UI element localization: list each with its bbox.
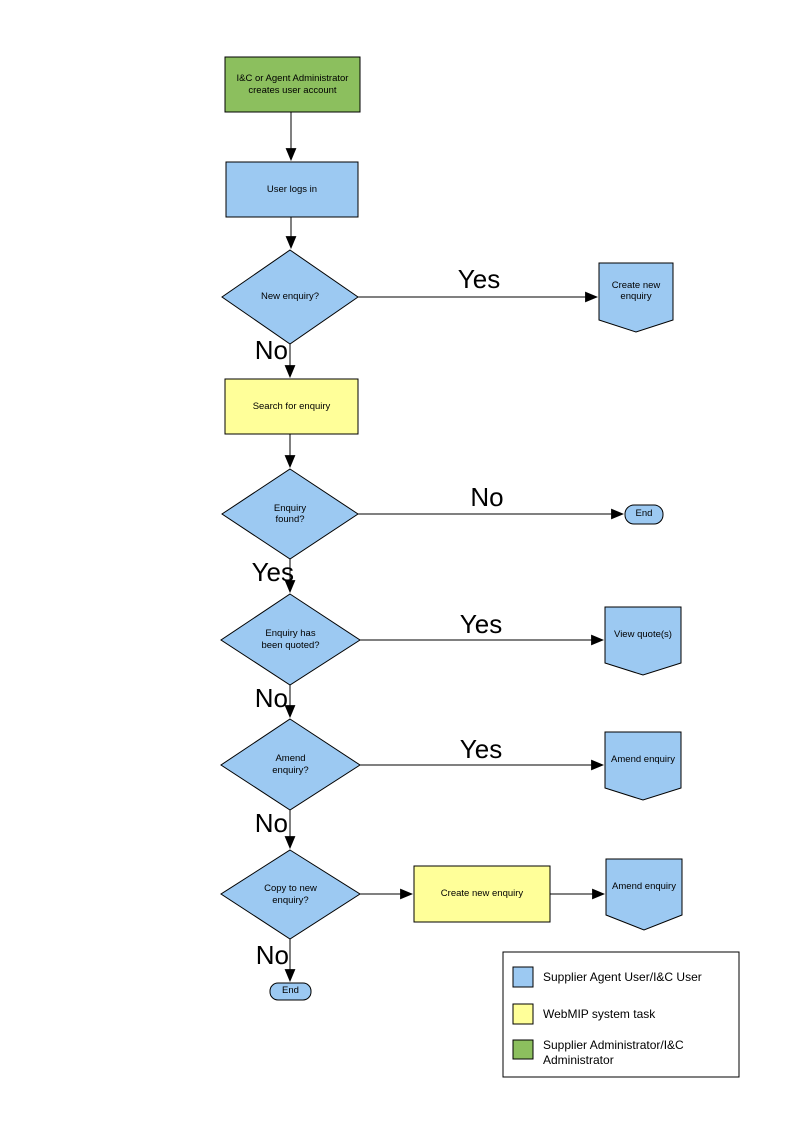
edge-label-copy-to-new-no: No <box>255 940 289 970</box>
node-view-quotes-offpage-label: View quote(s) <box>614 628 672 640</box>
legend-swatch-system <box>512 1003 534 1025</box>
node-enquiry-quoted-decision-shape <box>220 593 361 686</box>
node-user-logs-in-label: User logs in <box>266 183 318 195</box>
node-admin-creates-account-shape <box>224 56 361 113</box>
node-enquiry-found-decision-shape <box>221 468 359 560</box>
node-amend-enquiry-offpage-1-shape <box>604 731 682 801</box>
node-end-1-shape <box>624 504 664 525</box>
legend-swatch-admin <box>512 1039 534 1060</box>
edge-label-amend-enquiry-no: No <box>254 808 288 838</box>
node-search-for-enquiry-shape <box>224 378 359 435</box>
legend-swatch-user <box>512 966 534 988</box>
edge-label-new-enquiry-yes: Yes <box>457 264 501 294</box>
node-create-new-enquiry-task-label: Create new enquiry <box>440 888 524 900</box>
node-create-new-enquiry-offpage-shape <box>598 262 674 333</box>
node-amend-enquiry-decision-shape <box>220 718 361 811</box>
node-create-new-enquiry-task-shape <box>413 865 551 923</box>
edge-label-amend-enquiry-yes: Yes <box>459 734 503 764</box>
legend-item-user-label: Supplier Agent User/I&C User <box>543 969 702 984</box>
node-search-for-enquiry-label: Search for enquiry <box>252 400 331 412</box>
node-amend-enquiry-offpage-2-label: Amend enquiry <box>612 880 676 892</box>
edge-label-enquiry-found-yes: Yes <box>251 557 294 587</box>
node-view-quotes-offpage-shape <box>604 606 682 676</box>
edges <box>284 112 625 983</box>
node-enquiry-quoted-decision-label: Enquiry has been quoted? <box>261 628 320 651</box>
node-amend-enquiry-decision-label: Amend enquiry? <box>272 753 309 776</box>
edge-label-enquiry-quoted-yes: Yes <box>459 609 503 639</box>
node-copy-to-new-decision-label: Copy to new enquiry? <box>264 883 317 906</box>
node-enquiry-found-decision-label: Enquiry found? <box>273 502 307 526</box>
legend-item-admin-label: Supplier Administrator/I&C Administrator <box>543 1038 684 1067</box>
node-new-enquiry-decision-shape <box>221 249 359 345</box>
edge-label-new-enquiry-no: No <box>254 335 288 365</box>
node-copy-to-new-decision-shape <box>220 849 361 940</box>
node-user-logs-in-shape <box>225 161 359 218</box>
node-create-new-enquiry-offpage-label: Create new enquiry <box>611 279 661 303</box>
node-admin-creates-account-label: I&C or Agent Administrator creates user … <box>236 73 349 96</box>
edge-label-enquiry-found-no: No <box>470 482 504 512</box>
legend-item-system-label: WebMIP system task <box>543 1006 656 1021</box>
node-end-2-label: End <box>282 985 299 997</box>
node-end-2-shape <box>269 982 312 1001</box>
node-amend-enquiry-offpage-2-shape <box>605 858 683 931</box>
legend-box <box>502 951 740 1078</box>
edge-label-enquiry-quoted-no: No <box>254 683 288 713</box>
node-end-1-label: End <box>635 508 653 520</box>
node-new-enquiry-decision-label: New enquiry? <box>260 291 320 303</box>
node-amend-enquiry-offpage-1-label: Amend enquiry <box>611 753 675 765</box>
